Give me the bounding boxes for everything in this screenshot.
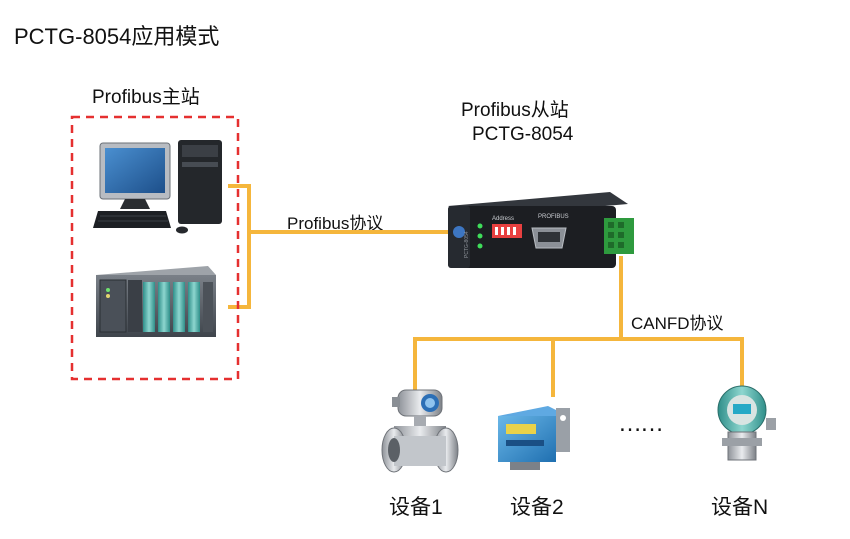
- device-label-n: 设备N: [711, 496, 769, 519]
- color-sensor-icon: [498, 406, 570, 470]
- plc-icon: [96, 266, 216, 337]
- canfd-protocol-label: CANFD协议: [631, 314, 724, 333]
- master-label: Profibus主站: [92, 87, 200, 108]
- gateway-side-text: PCTG-8054: [464, 231, 470, 258]
- pressure-transmitter-icon: [717, 385, 776, 461]
- master-station-box: [70, 115, 240, 381]
- device-label-2: 设备2: [510, 496, 564, 519]
- gateway-address-label: Address: [492, 216, 514, 222]
- diagram-title: PCTG-8054应用模式: [14, 24, 220, 49]
- ellipsis-text: ……: [618, 410, 664, 437]
- pc-connection-line: [228, 184, 251, 234]
- gateway-profibus-label: PROFIBUS: [538, 214, 569, 220]
- profibus-protocol-label: Profibus协议: [287, 214, 384, 233]
- slave-model-label: PCTG-8054: [472, 124, 574, 145]
- slave-label: Profibus从站: [461, 100, 569, 121]
- electromagnetic-flowmeter-icon: [381, 389, 459, 473]
- pctg-gateway-device: Address PROFIBUS PCTG-8054: [448, 192, 634, 268]
- computer-icon: [93, 140, 222, 234]
- plc-connection-line: [228, 230, 251, 309]
- bus-wiring: [228, 184, 744, 397]
- device-label-1: 设备1: [389, 496, 443, 519]
